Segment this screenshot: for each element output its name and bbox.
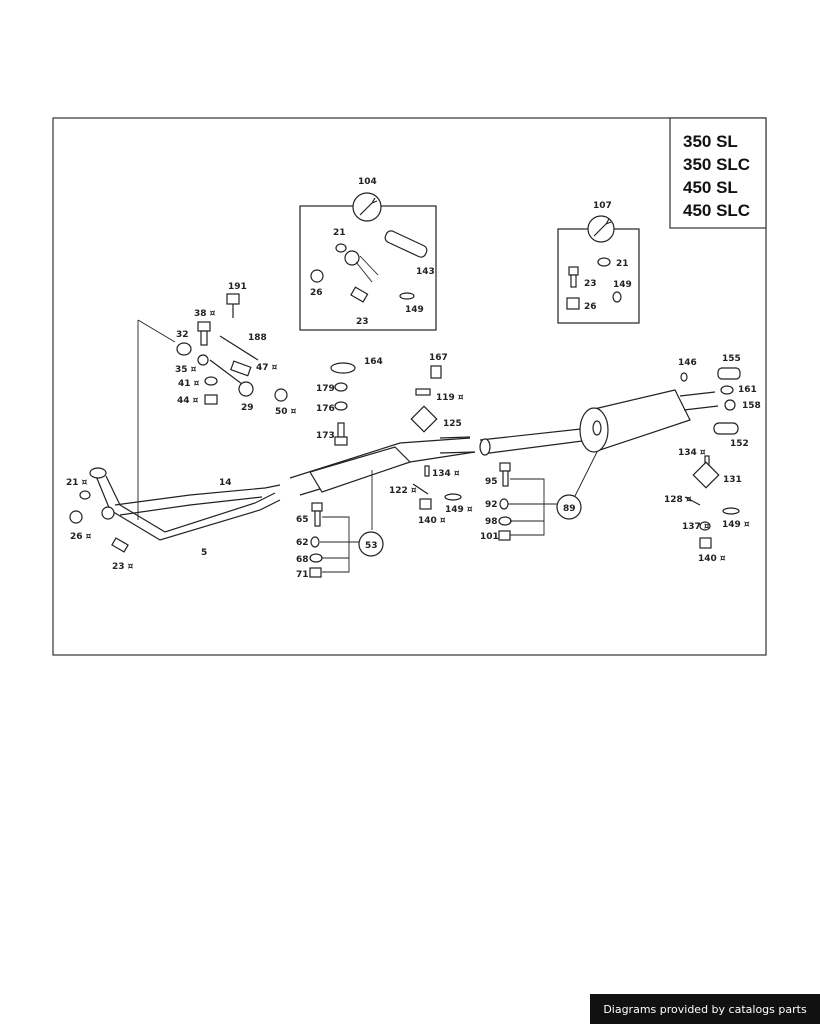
part-label: 149 ¤ bbox=[445, 505, 473, 515]
repair-kit-107[interactable]: 107 21 23 149 26 bbox=[557, 201, 640, 324]
part-label: 134 ¤ bbox=[432, 469, 460, 479]
part-label: 21 bbox=[616, 259, 629, 269]
part-label: 26 bbox=[584, 302, 597, 312]
part-label: 140 ¤ bbox=[698, 554, 726, 564]
part-label: 29 bbox=[241, 403, 254, 413]
part-label: 101 bbox=[480, 532, 499, 542]
kit-number: 104 bbox=[358, 177, 377, 187]
part-label: 164 bbox=[364, 357, 383, 367]
part-label: 14 bbox=[219, 478, 232, 488]
part-label: 21 bbox=[333, 228, 346, 238]
part-label: 149 ¤ bbox=[722, 520, 750, 530]
part-label: 95 bbox=[485, 477, 498, 487]
model-list: 350 SL 350 SLC 450 SL 450 SLC bbox=[669, 117, 767, 229]
part-label: 65 bbox=[296, 515, 309, 525]
part-label: 35 ¤ bbox=[175, 365, 197, 375]
part-label: 152 bbox=[730, 439, 749, 449]
model-label: 450 SLC bbox=[683, 201, 750, 220]
model-label: 350 SL bbox=[683, 132, 738, 151]
part-label: 41 ¤ bbox=[178, 379, 200, 389]
part-label: 21 ¤ bbox=[66, 478, 88, 488]
part-label: 122 ¤ bbox=[389, 486, 417, 496]
part-label: 23 bbox=[356, 317, 369, 327]
part-label: 146 bbox=[678, 358, 697, 368]
front-mount-parts: 191 38 ¤ 32 188 35 ¤ 47 ¤ 41 ¤ 44 ¤ 29 5… bbox=[137, 282, 297, 520]
callout-number: 53 bbox=[365, 541, 378, 551]
kit-number: 107 bbox=[593, 201, 612, 211]
diagram-frame bbox=[52, 117, 767, 656]
repair-kit-104[interactable]: 104 21 26 23 143 149 bbox=[299, 177, 437, 331]
part-label: 50 ¤ bbox=[275, 407, 297, 417]
part-label: 155 bbox=[722, 354, 741, 364]
part-label: 26 bbox=[310, 288, 323, 298]
part-label: 140 ¤ bbox=[418, 516, 446, 526]
part-label: 191 bbox=[228, 282, 247, 292]
rear-muffler: 146 155 161 158 152 134 ¤ 131 128 ¤ 149 … bbox=[579, 354, 761, 564]
center-muffler: 164 179 176 173 167 119 ¤ 125 134 ¤ 122 … bbox=[289, 353, 591, 530]
part-label: 38 ¤ bbox=[194, 309, 216, 319]
part-label: 161 bbox=[738, 385, 757, 395]
fastener-group-53[interactable]: 53 65 62 68 71 bbox=[296, 502, 384, 580]
part-label: 149 bbox=[405, 305, 424, 315]
part-label: 188 bbox=[248, 333, 267, 343]
part-label: 137 ¤ bbox=[682, 522, 710, 532]
part-label: 71 bbox=[296, 570, 309, 580]
part-label: 125 bbox=[443, 419, 462, 429]
part-label: 23 ¤ bbox=[112, 562, 134, 572]
part-label: 143 bbox=[416, 267, 435, 277]
part-label: 92 bbox=[485, 500, 498, 510]
part-label: 179 bbox=[316, 384, 335, 394]
part-label: 47 ¤ bbox=[256, 363, 278, 373]
part-label: 23 bbox=[584, 279, 597, 289]
part-label: 149 bbox=[613, 280, 632, 290]
part-label: 131 bbox=[723, 475, 742, 485]
part-label: 173 bbox=[316, 431, 335, 441]
model-label: 450 SL bbox=[683, 178, 738, 197]
part-label: 134 ¤ bbox=[678, 448, 706, 458]
part-label: 44 ¤ bbox=[177, 396, 199, 406]
part-label: 62 bbox=[296, 538, 309, 548]
model-label: 350 SLC bbox=[683, 155, 750, 174]
part-label: 158 bbox=[742, 401, 761, 411]
attribution-banner: Diagrams provided by catalogs parts bbox=[590, 994, 820, 1024]
part-label: 5 bbox=[201, 548, 207, 558]
part-label: 128 ¤ bbox=[664, 495, 692, 505]
fastener-group-89[interactable]: 89 95 92 98 101 bbox=[480, 449, 599, 542]
front-pipe: 21 ¤ 14 26 ¤ 5 23 ¤ bbox=[66, 467, 281, 572]
part-label: 98 bbox=[485, 517, 498, 527]
part-label: 26 ¤ bbox=[70, 532, 92, 542]
part-label: 32 bbox=[176, 330, 189, 340]
callout-number: 89 bbox=[563, 504, 576, 514]
wrench-icon bbox=[352, 192, 382, 222]
part-label: 176 bbox=[316, 404, 335, 414]
part-label: 119 ¤ bbox=[436, 393, 464, 403]
part-label: 167 bbox=[429, 353, 448, 363]
part-label: 68 bbox=[296, 555, 309, 565]
